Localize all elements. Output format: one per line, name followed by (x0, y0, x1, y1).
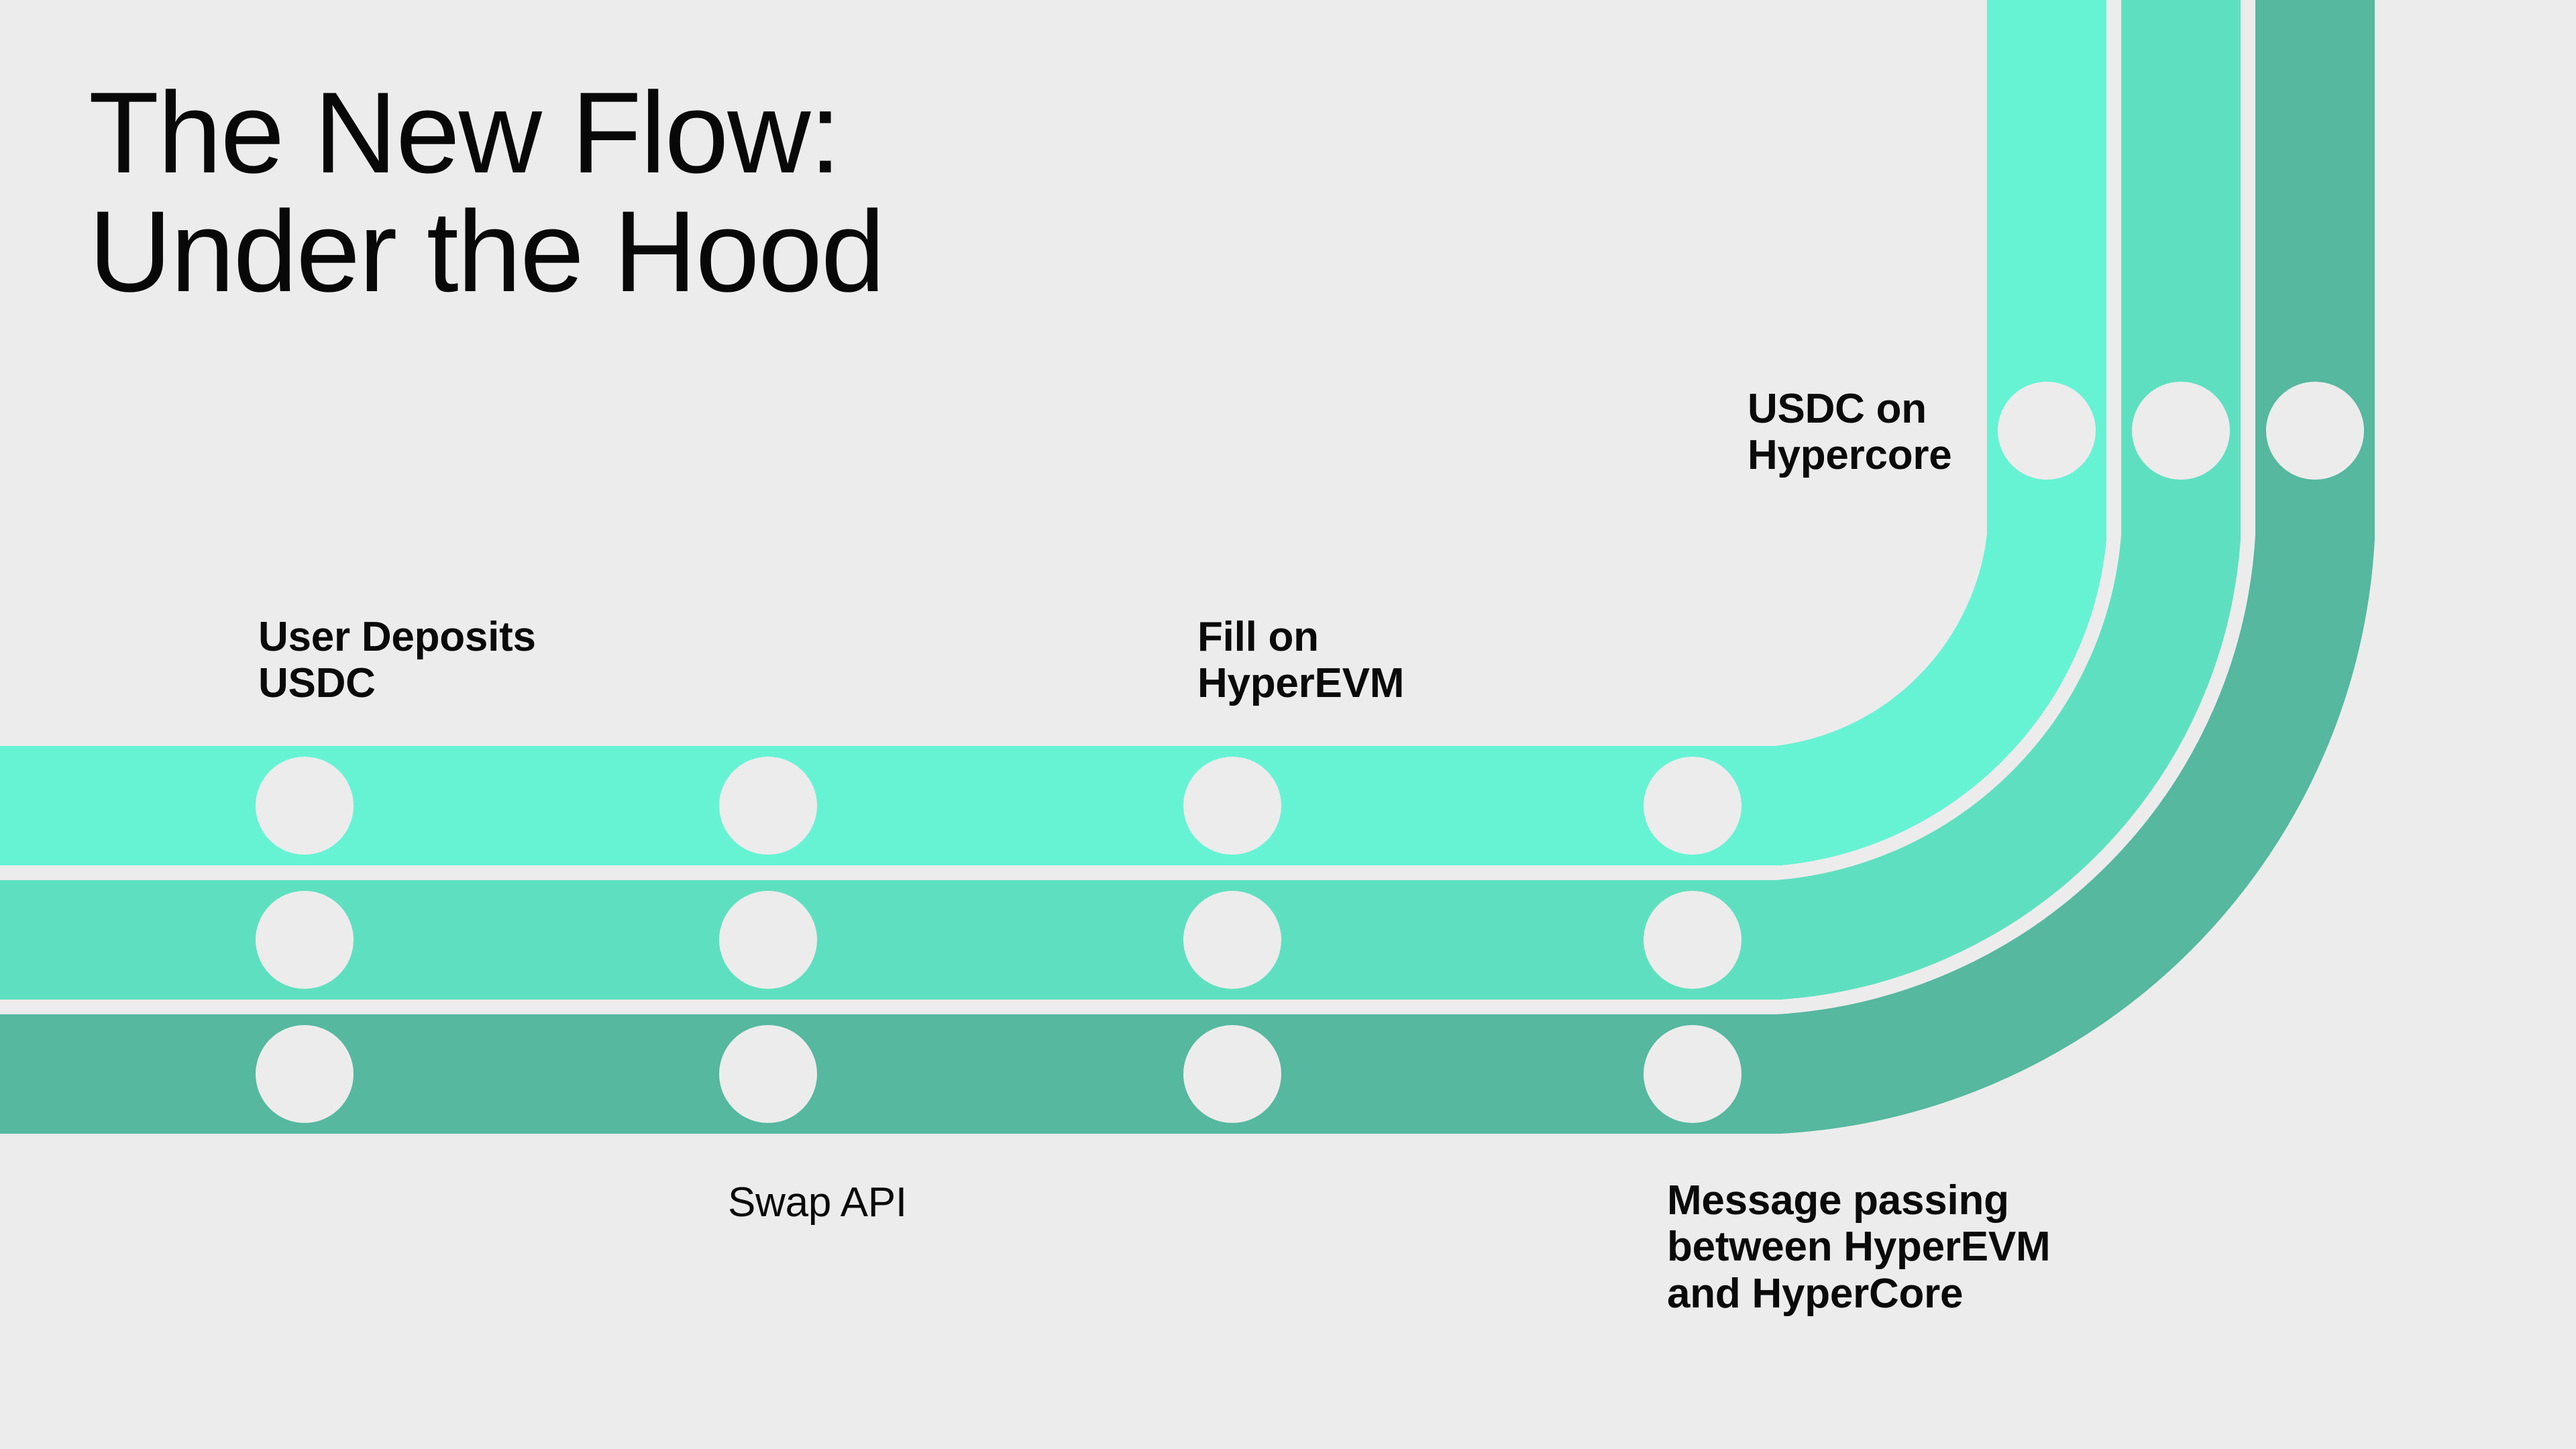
flow-node (1644, 757, 1741, 855)
lane-path-usdc-deposit (0, 0, 2106, 865)
flow-node (256, 891, 354, 989)
flow-node (1644, 1025, 1741, 1123)
vertical-node-group (1998, 382, 2364, 480)
label-usdc-on-hypercore: USDC on Hypercore (1748, 386, 1952, 479)
page-title: The New Flow: Under the Hood (89, 68, 885, 317)
flow-node (256, 757, 354, 855)
flow-node (719, 891, 817, 989)
label-fill-on-hyperevm: Fill on HyperEVM (1197, 614, 1405, 707)
flow-node (1644, 891, 1741, 989)
flow-node (1183, 757, 1281, 855)
label-message-passing: Message passing between HyperEVM and Hyp… (1667, 1177, 2051, 1317)
flow-node (1998, 382, 2096, 480)
label-swap-api: Swap API (728, 1179, 907, 1226)
flow-node (256, 1025, 354, 1123)
lane-path-settlement (0, 0, 2375, 1134)
flow-node (719, 757, 817, 855)
lane-path-swap-routing (0, 0, 2241, 1000)
flow-node (2266, 382, 2364, 480)
flow-node (1183, 891, 1281, 989)
flow-node (2132, 382, 2230, 480)
flow-node (719, 1025, 817, 1123)
track-node-group (256, 757, 1741, 1123)
label-user-deposits-usdc: User Deposits USDC (258, 614, 536, 707)
flow-node (1183, 1025, 1281, 1123)
